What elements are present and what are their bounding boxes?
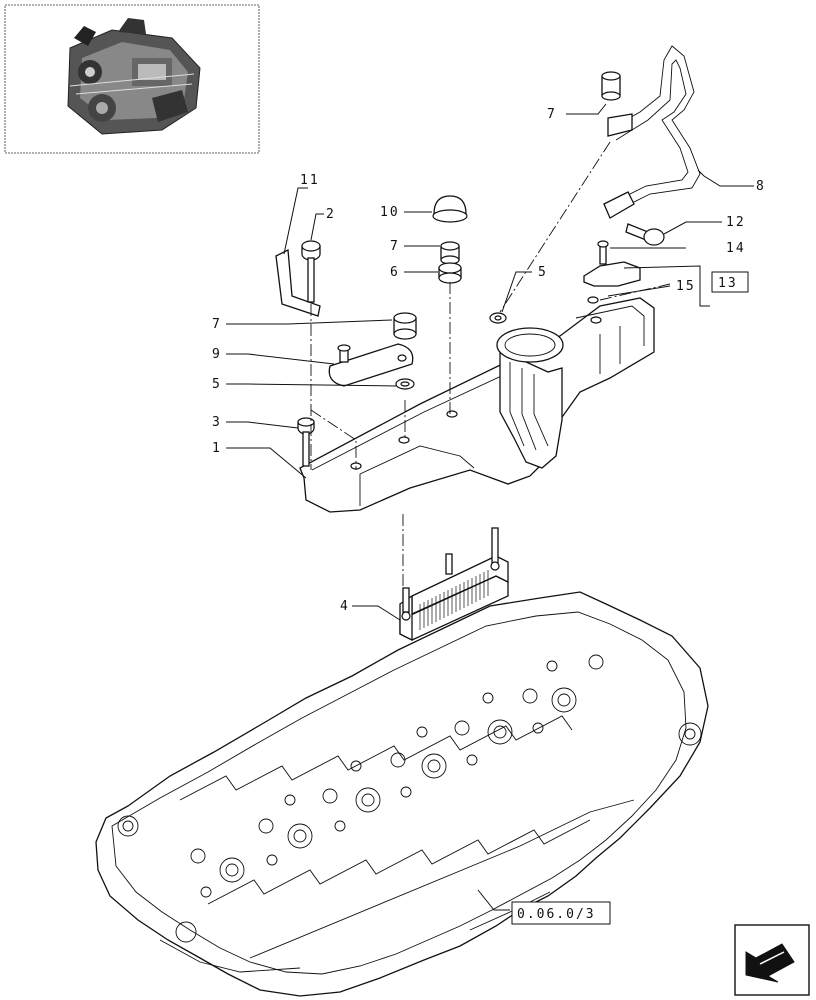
- sensor-part: [583, 240, 641, 304]
- plate-part: [328, 343, 414, 387]
- callout-14: 14: [726, 241, 746, 256]
- intake-manifold-part: [299, 297, 655, 513]
- callout-1: 1: [212, 441, 222, 456]
- callout-13: 13: [718, 276, 738, 291]
- callout-9: 9: [212, 347, 222, 362]
- washer-part-upper: [489, 312, 507, 324]
- washer-part-lower: [395, 378, 415, 390]
- head-bolt-holes: [117, 654, 702, 943]
- callout-2: 2: [326, 207, 336, 222]
- callout-6: 6: [390, 265, 400, 280]
- next-page-arrow-icon[interactable]: [734, 924, 810, 996]
- engine-thumbnail-icon[interactable]: [4, 4, 260, 154]
- fitting-part: [625, 223, 665, 246]
- callout-7-middle: 7: [390, 239, 400, 254]
- callout-8: 8: [756, 179, 766, 194]
- seal-part: [438, 262, 462, 284]
- nut-part-upper: [601, 71, 621, 101]
- callout-13-box[interactable]: 13: [711, 271, 749, 293]
- callout-labels: 7 11 2 10 7 6 5 7 9 5 3 1 8 12 14 15 4: [212, 107, 766, 614]
- callout-15: 15: [676, 279, 696, 294]
- callout-7-upper: 7: [547, 107, 557, 122]
- bracket-part: [275, 248, 321, 317]
- callout-4: 4: [340, 599, 350, 614]
- cap-part: [432, 195, 468, 223]
- heater-grid-part: [399, 527, 509, 642]
- callout-11: 11: [300, 173, 320, 188]
- callout-5-lower: 5: [212, 377, 222, 392]
- pipe-part: [603, 45, 701, 219]
- reference-link-box[interactable]: 0.06.0/3: [511, 901, 611, 925]
- callout-10: 10: [380, 205, 400, 220]
- nut-part-middle: [440, 241, 460, 265]
- callout-12: 12: [726, 215, 746, 230]
- cylinder-head-part: [95, 591, 709, 997]
- callout-3: 3: [212, 415, 222, 430]
- nut-part-lower: [393, 312, 417, 340]
- screw-part: [297, 417, 315, 467]
- callout-7-lower: 7: [212, 317, 222, 332]
- leader-lines: [226, 103, 754, 911]
- reference-code: 0.06.0/3: [517, 907, 596, 922]
- bolt-part: [301, 240, 321, 303]
- callout-5-upper: 5: [538, 265, 548, 280]
